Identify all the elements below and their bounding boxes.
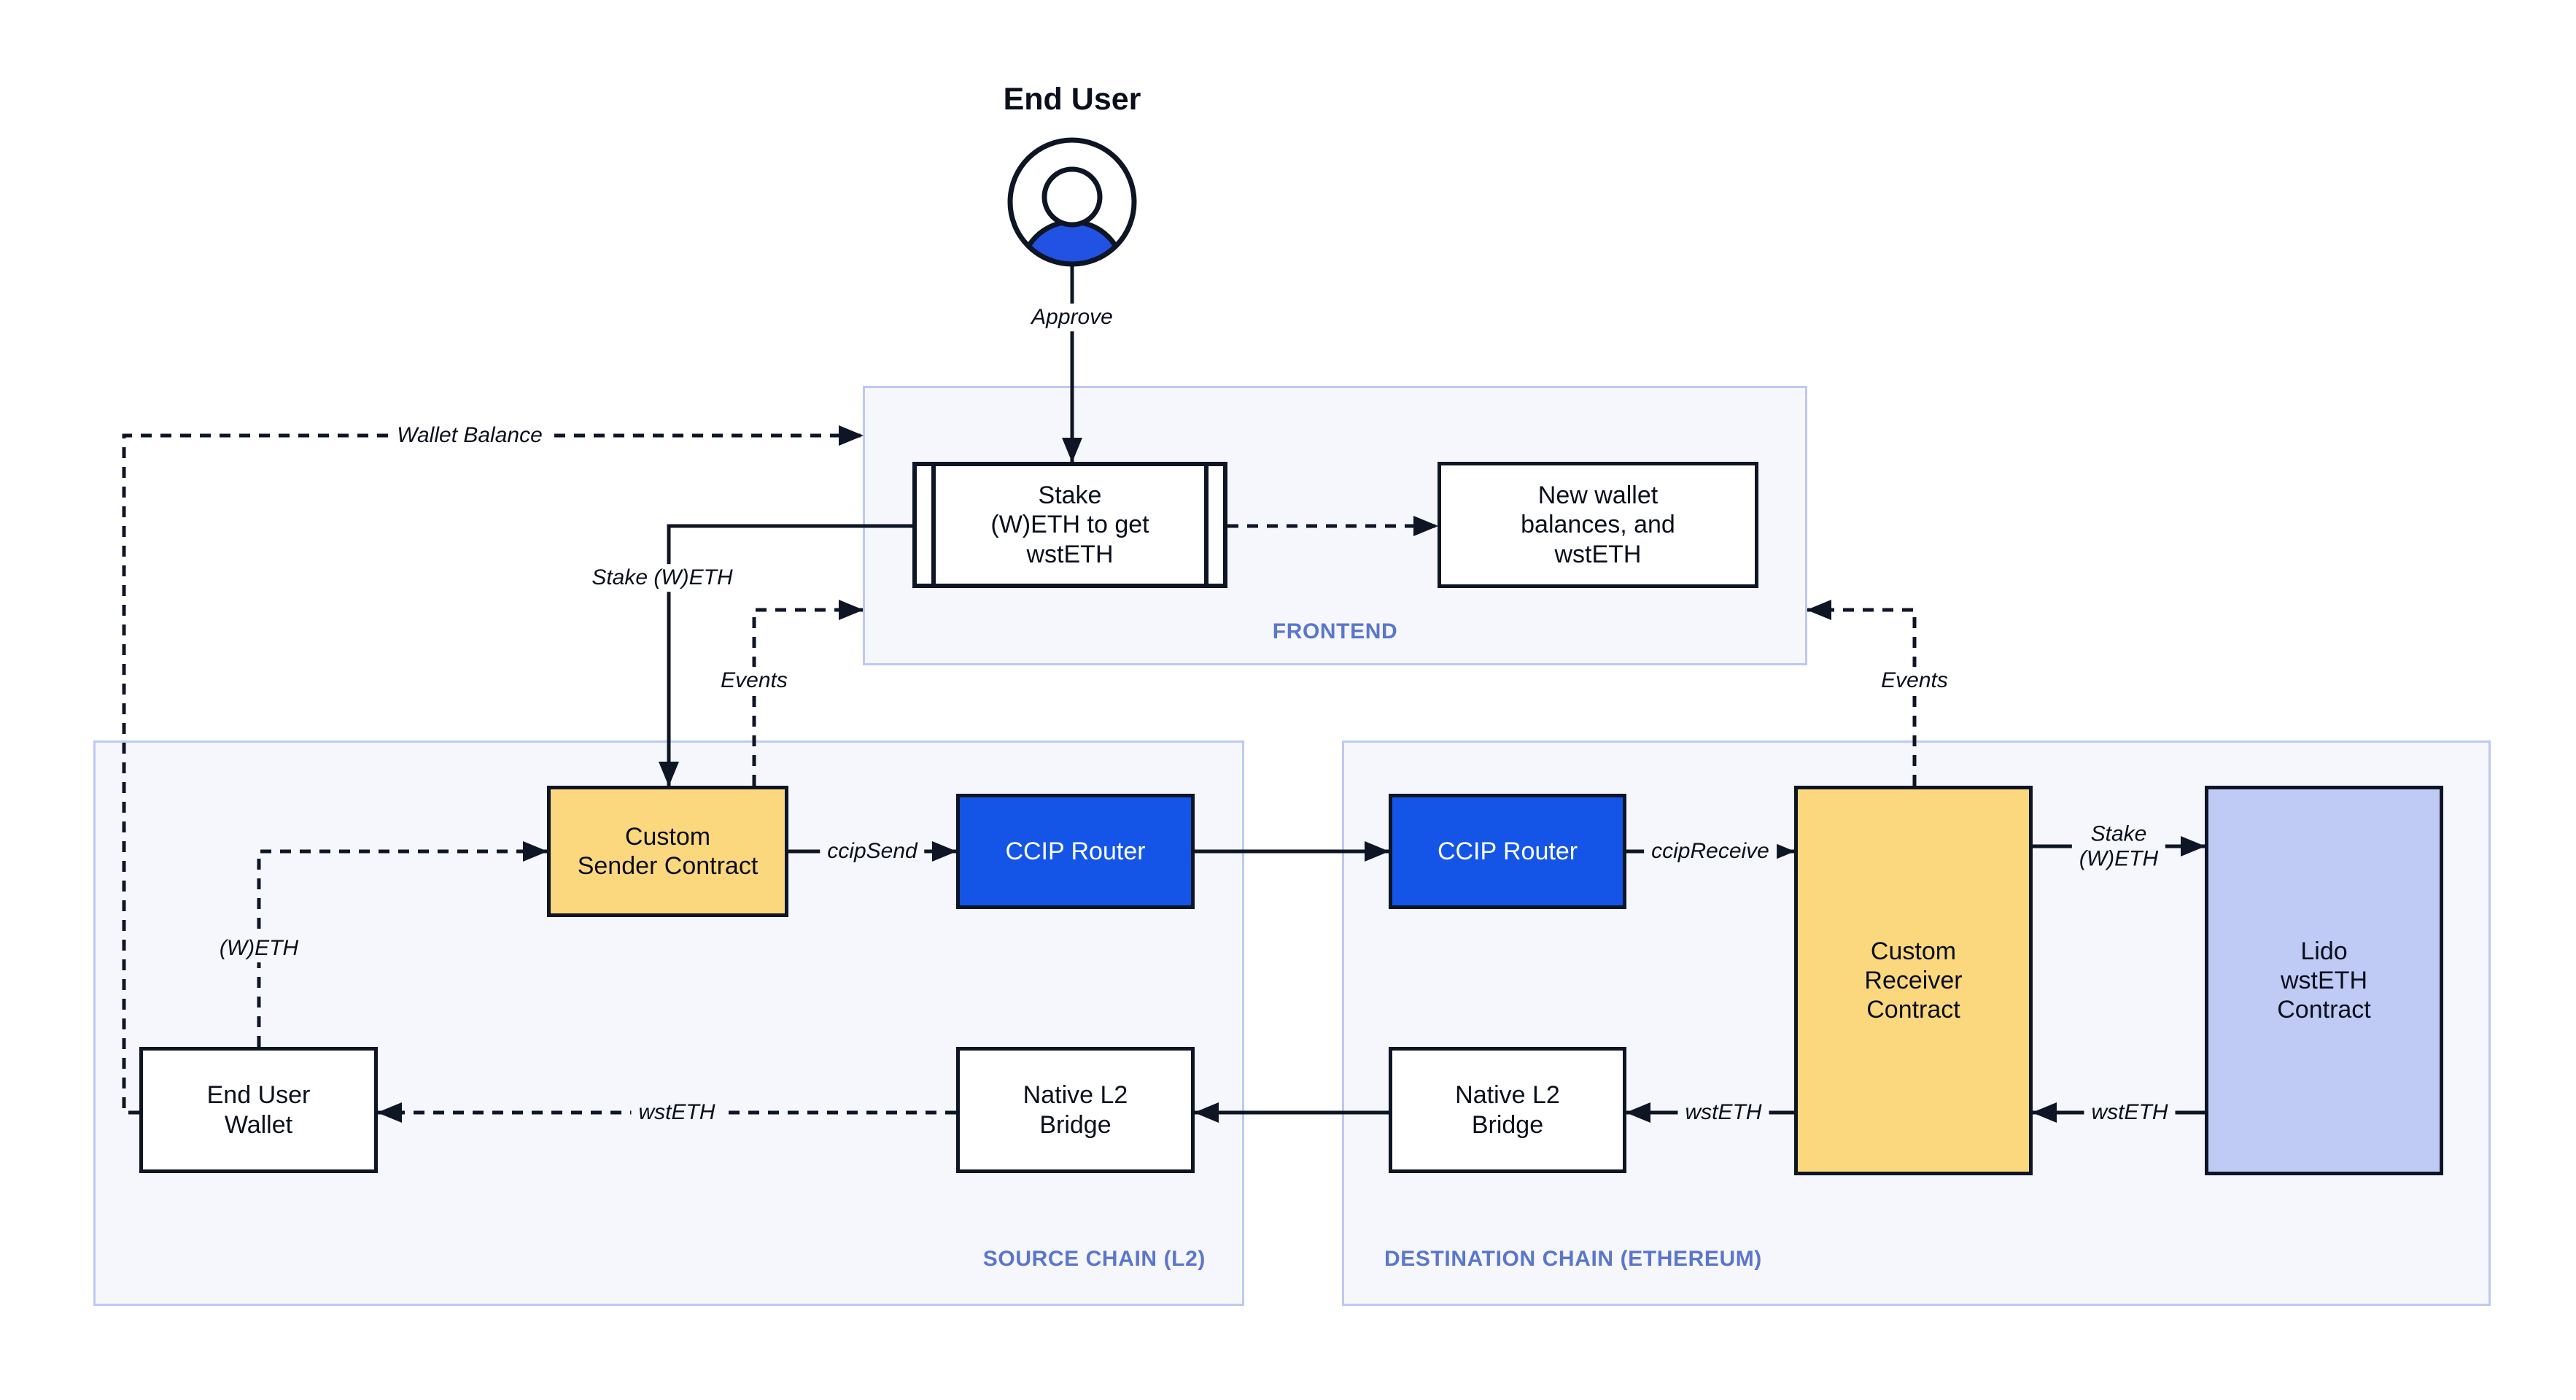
stake-weth-box: Stake (W)ETH to get wstETH [912,462,1227,588]
wallet-balance-label: Wallet Balance [389,422,550,449]
lido-wsteth-contract-box: Lido wstETH Contract [2205,786,2443,1175]
native-l2-bridge-destination-box: Native L2 Bridge [1389,1047,1626,1173]
custom-sender-contract-label: Custom Sender Contract [577,822,759,880]
ccip-router-source-label: CCIP Router [1005,837,1146,865]
custom-receiver-contract-box: Custom Receiver Contract [1794,786,2033,1175]
wsteth-to-wallet-label: wstETH [631,1099,723,1126]
end-user-wallet-box: End User Wallet [139,1047,378,1173]
end-user-icon [1007,137,1137,267]
custom-receiver-contract-label: Custom Receiver Contract [1864,937,1963,1024]
subroutine-bar-left [931,466,936,584]
new-wallet-balances-label: New wallet balances, and wstETH [1521,482,1675,568]
native-l2-bridge-destination-label: Native L2 Bridge [1455,1081,1560,1139]
native-l2-bridge-source-label: Native L2 Bridge [1023,1081,1128,1139]
weth-label: (W)ETH [212,935,306,962]
stake-weth-label: Stake (W)ETH [584,564,740,592]
lido-wsteth-contract-label: Lido wstETH Contract [2277,937,2371,1024]
stake-weth-right-label: Stake (W)ETH [2071,820,2166,873]
avatar-head-shape [1041,166,1103,228]
frontend-label: FRONTEND [1272,619,1398,643]
end-user-wallet-label: End User Wallet [206,1081,311,1139]
custom-sender-contract-box: Custom Sender Contract [547,786,788,917]
source-chain-label: SOURCE CHAIN (L2) [982,1247,1206,1271]
native-l2-bridge-source-box: Native L2 Bridge [956,1047,1195,1173]
new-wallet-balances-box: New wallet balances, and wstETH [1438,462,1758,588]
events-right-label: Events [1874,667,1955,695]
ccipsend-label: ccipSend [820,838,925,865]
ccip-router-destination-label: CCIP Router [1437,837,1578,865]
ccip-router-destination-box: CCIP Router [1389,794,1626,909]
wsteth-receiver-to-bridge-label: wstETH [1677,1099,1769,1126]
destination-chain-label: DESTINATION CHAIN (ETHEREUM) [1384,1247,1762,1271]
events-left-label: Events [713,667,795,695]
ccip-router-source-box: CCIP Router [956,794,1195,909]
subroutine-bar-right [1204,466,1209,584]
wsteth-lido-to-receiver-label: wstETH [2084,1099,2176,1126]
end-user-title: End User [1003,82,1141,117]
ccipreceive-label: ccipReceive [1644,838,1777,865]
approve-label: Approve [1024,303,1120,331]
stake-weth-box-label: Stake (W)ETH to get wstETH [990,482,1149,568]
